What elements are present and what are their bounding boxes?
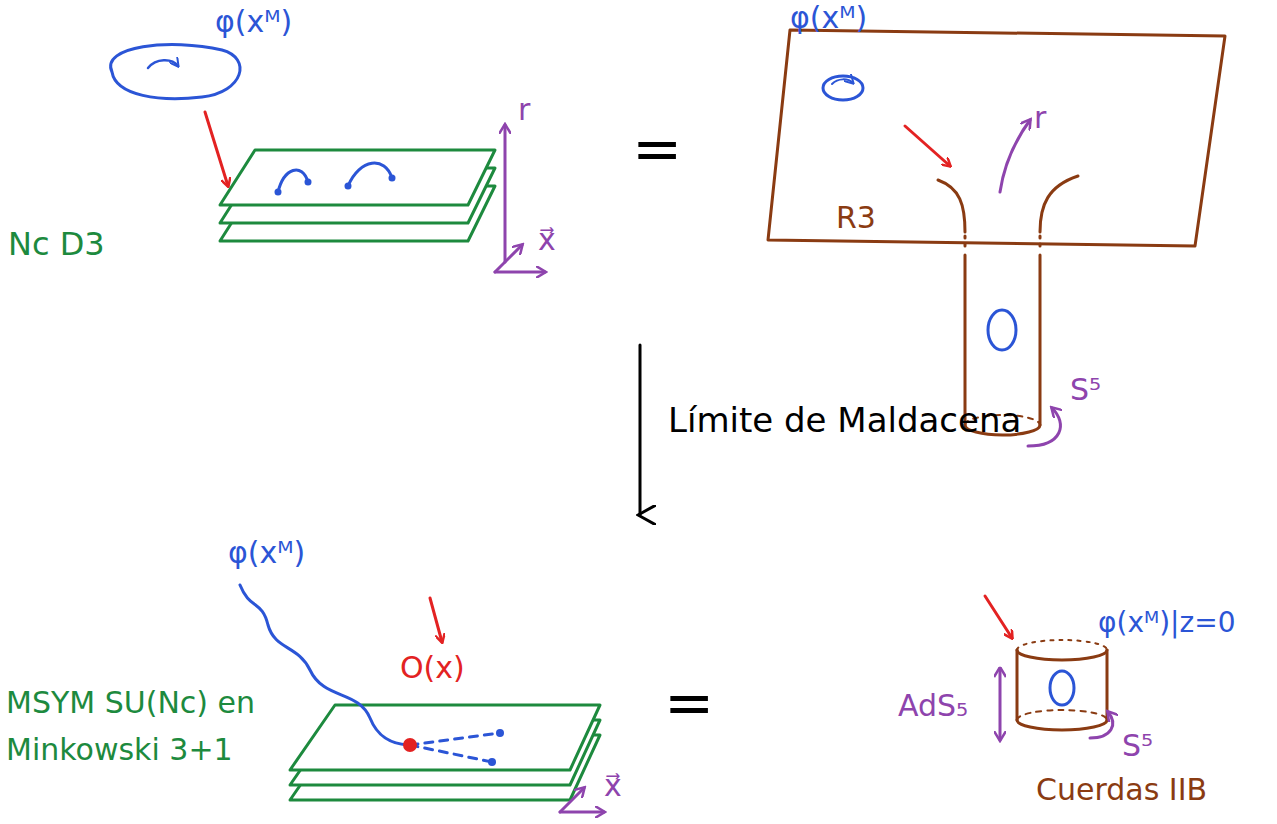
space-label: AdS₅ — [898, 688, 968, 724]
equals-sign: = — [632, 112, 682, 184]
string-theory-label: Cuerdas IIB — [1036, 772, 1207, 808]
theory-label: MSYM SU(Nc) en Minkowski 3+1 — [6, 680, 256, 773]
axis-label: x⃗ — [604, 768, 622, 804]
brane-label: Nc D3 — [8, 225, 105, 263]
limit-label: Límite de Maldacena — [668, 400, 1021, 441]
axis-label: r — [1034, 100, 1046, 136]
operator-label: O(x) — [400, 650, 465, 686]
field-label: φ(xᴹ) — [228, 535, 305, 571]
sphere-label: S⁵ — [1070, 372, 1101, 408]
field-label: φ(xᴹ) — [215, 4, 292, 40]
boundary-field-label: φ(xᴹ)|z=0 — [1098, 606, 1236, 640]
equals-sign: = — [664, 666, 714, 738]
sphere-label: S⁵ — [1122, 728, 1153, 764]
axis-label: x⃗ — [538, 222, 556, 258]
geometry-label: R3 — [836, 200, 876, 236]
axis-label: r — [518, 92, 530, 128]
field-label: φ(xᴹ) — [790, 0, 867, 36]
